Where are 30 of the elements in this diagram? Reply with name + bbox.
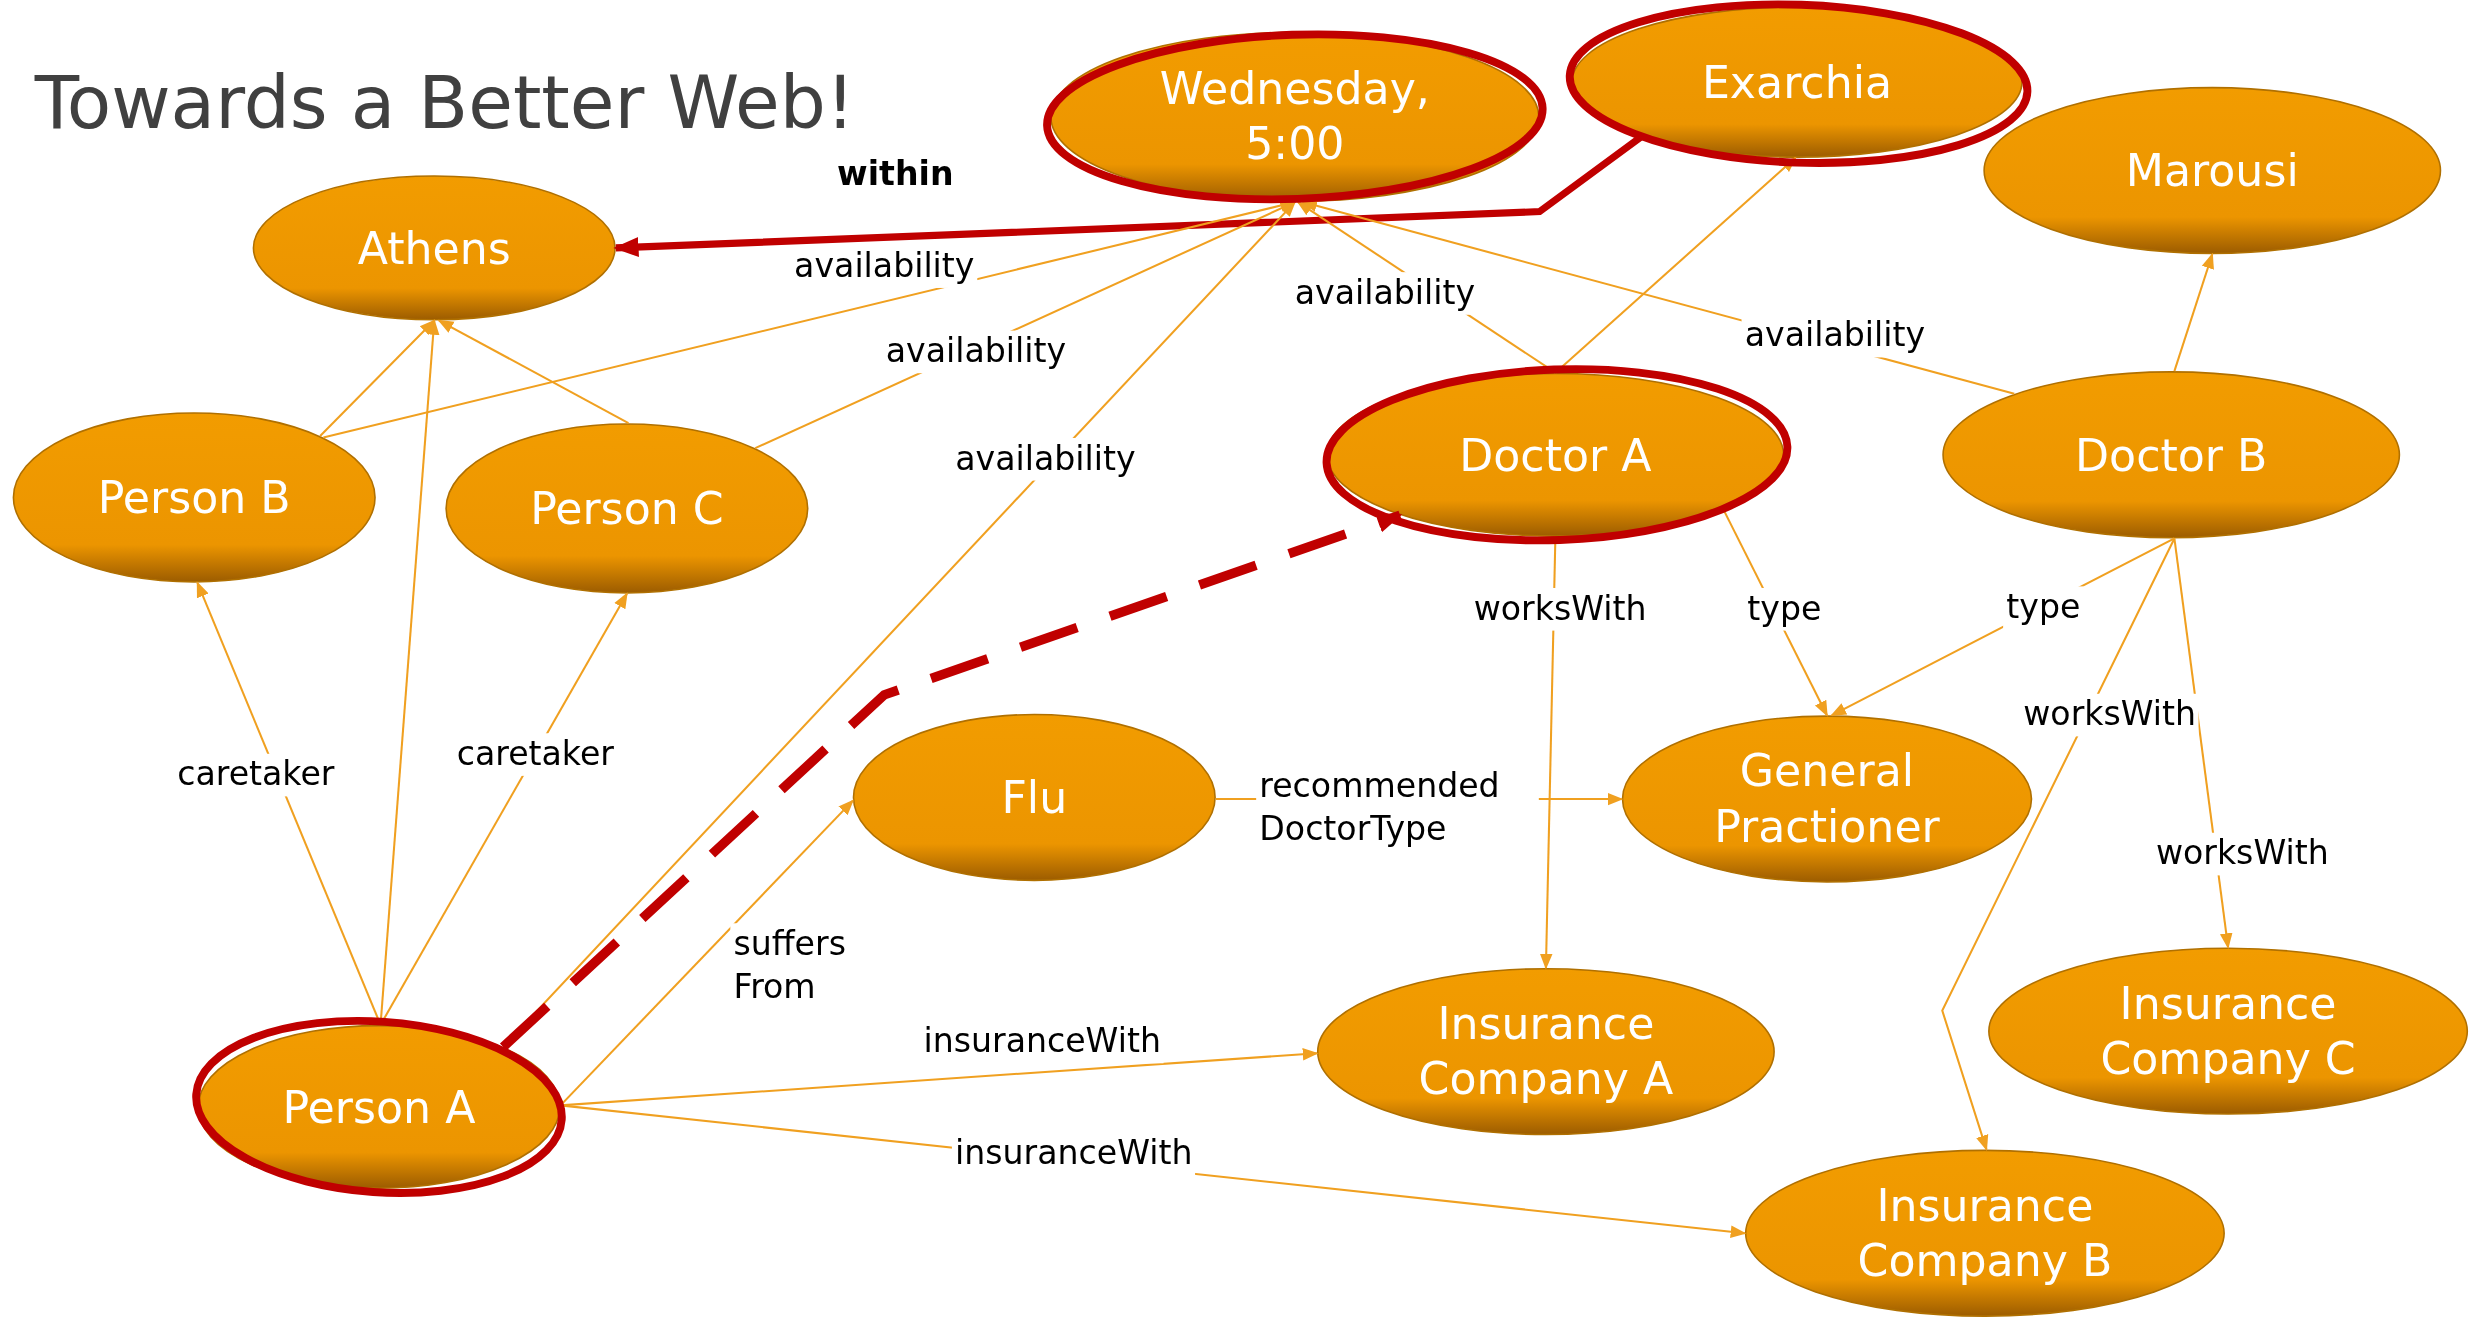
ellipse-node xyxy=(12,412,376,583)
edge-label: type xyxy=(2003,586,2084,630)
node-label: Doctor B xyxy=(2075,427,2268,483)
ellipse-node xyxy=(445,423,809,594)
ellipse-node xyxy=(1744,1149,2225,1317)
node-label: Insurance Company C xyxy=(2099,976,2357,1087)
ellipse-node xyxy=(1988,947,2469,1115)
node-label: Insurance Company B xyxy=(1856,1178,2114,1289)
ellipse-node xyxy=(852,713,1216,882)
ellipse-node xyxy=(1316,968,1775,1136)
arrow xyxy=(2173,252,2214,372)
ellipse-node xyxy=(252,175,616,321)
ellipse-node xyxy=(1942,371,2401,539)
arrow xyxy=(437,319,629,425)
node-label: General Practioner xyxy=(1713,744,1941,855)
node-label: Flu xyxy=(1001,770,1068,826)
node-label: Marousi xyxy=(2125,143,2299,199)
arrow xyxy=(1941,538,2176,1152)
node-label: Athens xyxy=(357,220,511,276)
node-label: Wednesday, 5:00 xyxy=(1158,62,1431,173)
node-label: Exarchia xyxy=(1701,55,1893,110)
title: Towards a Better Web! xyxy=(34,60,855,146)
ellipse-node xyxy=(1983,86,2442,255)
node-label: Person C xyxy=(530,481,724,537)
node-label: Person A xyxy=(282,1079,476,1135)
node-label: Doctor A xyxy=(1459,427,1652,483)
node-label: Insurance Company A xyxy=(1417,997,1675,1107)
node-label: Person B xyxy=(97,470,291,526)
arrow xyxy=(319,319,436,437)
arrow xyxy=(499,510,1403,1051)
